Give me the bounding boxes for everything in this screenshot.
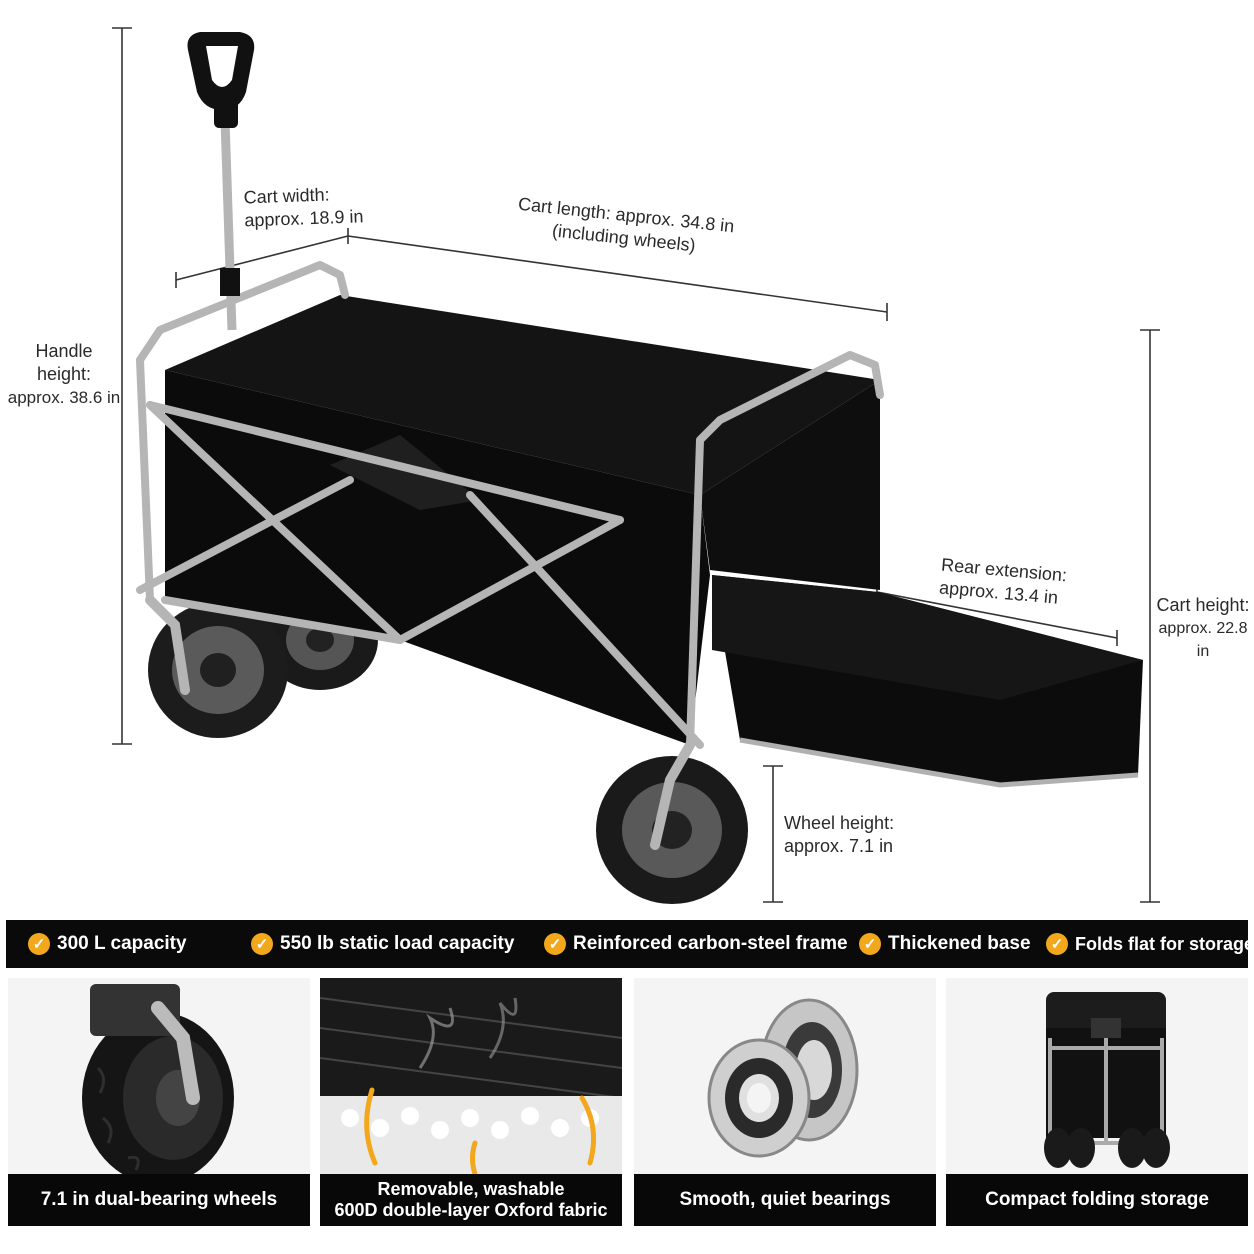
panel-wheels: 7.1 in dual-bearing wheels (8, 978, 310, 1226)
wheel-height-label: Wheel height: approx. 7.1 in (784, 812, 934, 858)
panel-folding: Compact folding storage (946, 978, 1248, 1226)
cart-height-label: Cart height: approx. 22.8 in (1152, 594, 1254, 663)
feature-label: Folds flat for storage (1075, 933, 1254, 954)
front-wheel-right (596, 740, 748, 904)
feature-item: ✓ Reinforced carbon-steel frame (544, 920, 848, 968)
handle-height-label: Handle height: approx. 38.6 in (2, 340, 126, 409)
wheel-height-line-2: approx. 7.1 in (784, 836, 894, 856)
cart-frame (136, 261, 884, 749)
cart-height-line-2: approx. 22.8 in (1158, 620, 1248, 660)
cart-illustration (112, 27, 1160, 904)
front-wheel-left-fork (145, 595, 190, 695)
fabric-icon (320, 978, 622, 1174)
feature-label: Reinforced carbon-steel frame (573, 933, 848, 954)
check-icon: ✓ (544, 933, 566, 955)
panel-caption: 7.1 in dual-bearing wheels (8, 1174, 310, 1226)
handle-height-line-1: Handle (35, 341, 93, 361)
folded-cart-icon (946, 978, 1248, 1174)
pull-handle (187, 32, 255, 331)
bearing-icon (634, 978, 936, 1174)
feature-label: 300 L capacity (57, 933, 187, 954)
feature-item: ✓ 550 lb static load capacity (251, 920, 514, 968)
panel-caption-line-2: 600D double-layer Oxford fabric (334, 1200, 608, 1220)
check-icon: ✓ (251, 933, 273, 955)
feature-bar: ✓ 300 L capacity ✓ 550 lb static load ca… (6, 920, 1254, 968)
cart-width-label: Cart width: approx. 18.9 in (243, 184, 364, 231)
panel-bearings: Smooth, quiet bearings (634, 978, 936, 1226)
feature-item: ✓ Folds flat for storage (1046, 920, 1254, 968)
panel-caption: Compact folding storage (946, 1174, 1248, 1226)
wheel-height-line-1: Wheel height: (784, 813, 895, 833)
feature-label: Thickened base (888, 933, 1031, 954)
check-icon: ✓ (859, 933, 881, 955)
rear-extension-tray (712, 575, 1143, 788)
panel-caption-line-1: Removable, washable (377, 1179, 565, 1199)
panel-caption: Removable, washable 600D double-layer Ox… (320, 1174, 622, 1226)
wheel-icon (8, 978, 310, 1174)
panel-caption: Smooth, quiet bearings (634, 1174, 936, 1226)
handle-height-line-2: height: (36, 364, 92, 384)
feature-label: 550 lb static load capacity (280, 933, 515, 954)
cart-height-line-1: Cart height: (1156, 595, 1250, 615)
handle-height-line-3: approx. 38.6 in (7, 388, 121, 407)
check-icon: ✓ (1046, 933, 1068, 955)
feature-item: ✓ Thickened base (859, 920, 1031, 968)
feature-item: ✓ 300 L capacity (28, 920, 187, 968)
front-wheel-left (148, 602, 288, 738)
check-icon: ✓ (28, 933, 50, 955)
panel-fabric: Removable, washable 600D double-layer Ox… (320, 978, 622, 1226)
